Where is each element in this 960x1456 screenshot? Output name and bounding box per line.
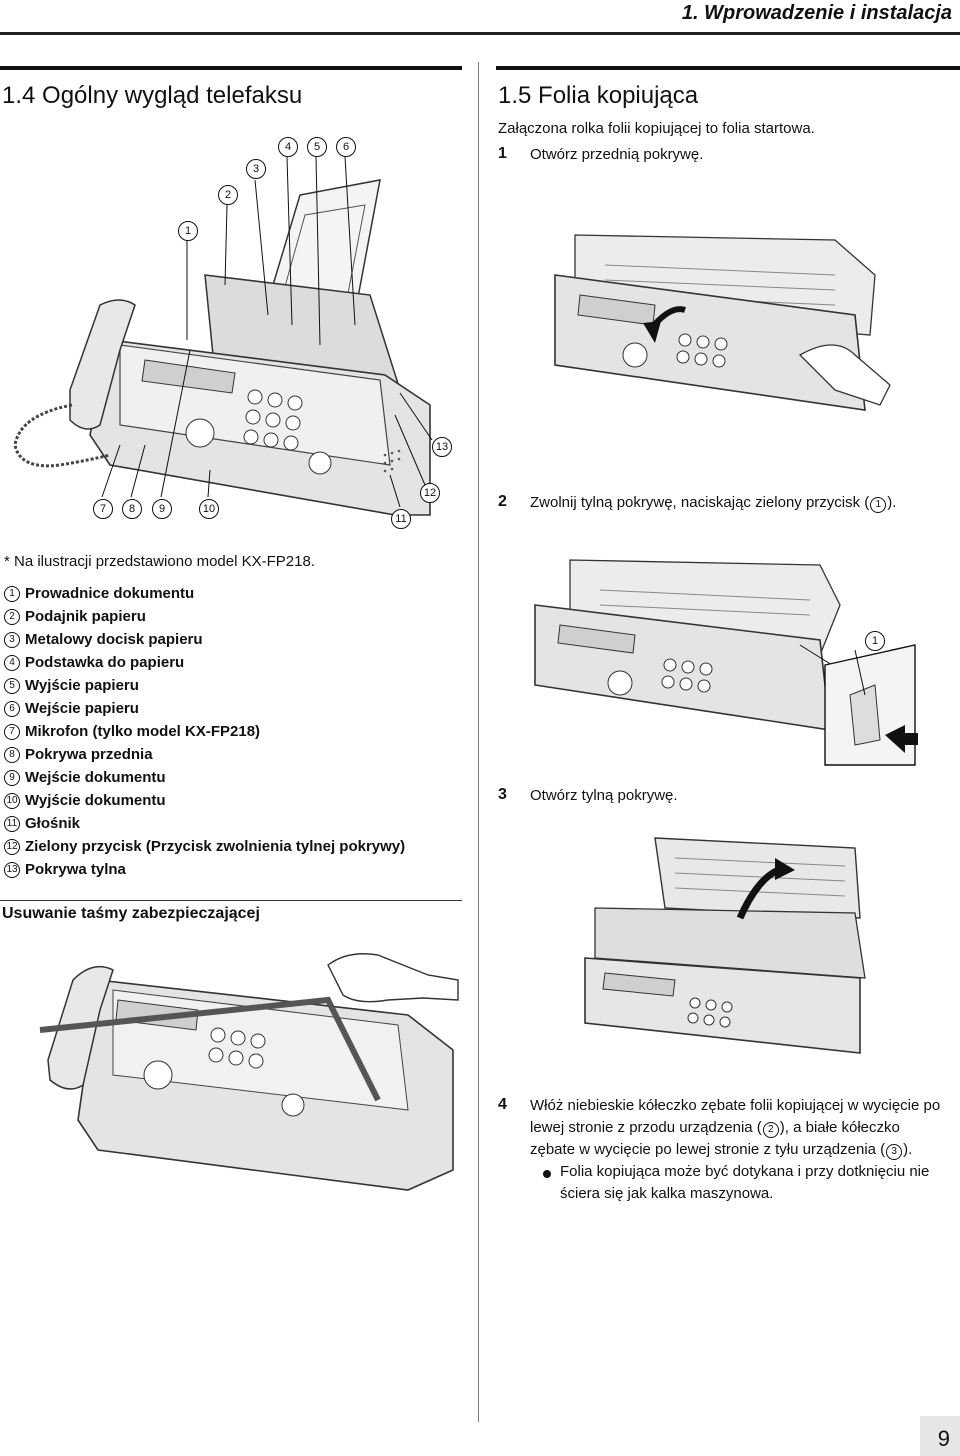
callout-6: 6 [336,137,356,157]
legend-text: Mikrofon (tylko model KX-FP218) [25,723,261,740]
legend-text: Wejście dokumentu [25,769,166,786]
open-rear-cover-drawing [584,837,866,1054]
callout-release-button: 1 [865,631,885,651]
open-front-cover-drawing [554,234,891,411]
callout-11: 11 [391,509,411,529]
step-2-text: Zwolnij tylną pokrywę, naciskając zielon… [530,494,896,513]
step-4-bullet-line-2: ściera się jak kalka maszynowa. [560,1185,774,1202]
step-4-bullet-line-1: Folia kopiująca może być dotykana i przy… [560,1163,930,1180]
callout-10: 10 [199,499,219,519]
step-2-text-before: Zwolnij tylną pokrywę, naciskając zielon… [530,494,870,511]
legend-number: 1 [4,585,20,602]
legend-item: 3 Metalowy docisk papieru [4,628,405,651]
section-bar-left [0,66,462,70]
legend-number: 11 [4,815,20,832]
callout-9: 9 [152,499,172,519]
subsection-rule [0,900,462,901]
step-4-ref-a: 2 [762,1122,779,1138]
legend-text: Wyjście papieru [25,677,139,694]
fax-overview-drawing [13,156,433,516]
step-number: 3 [498,786,507,803]
legend-item: 10 Wyjście dokumentu [4,789,405,812]
callout-12: 12 [420,483,440,503]
step-1-text: Otwórz przednią pokrywę. [530,146,704,163]
legend-number: 13 [4,861,20,878]
tape-removal-illustration [28,940,468,1195]
section-title-overview: 1.4 Ogólny wygląd telefaksu [2,82,303,109]
bullet-icon [543,1170,551,1178]
subsection-title: Usuwanie taśmy zabezpieczającej [2,905,260,922]
legend-text: Zielony przycisk (Przycisk zwolnienia ty… [25,838,406,855]
legend-number: 12 [4,838,20,855]
legend-number: 7 [4,723,20,740]
step-number: 2 [498,493,507,510]
legend-item: 5 Wyjście papieru [4,674,405,697]
header-rule [0,32,960,35]
page-number: 9 [937,1426,950,1451]
callout-13: 13 [432,437,452,457]
column-divider [478,62,479,1422]
film-intro: Załączona rolka folii kopiującej to foli… [498,120,815,137]
step-number: 1 [498,145,507,162]
legend-item: 7 Mikrofon (tylko model KX-FP218) [4,720,405,743]
chapter-title: 1. Wprowadzenie i instalacja [681,2,952,24]
callout-1: 1 [178,221,198,241]
step-4-line-2-text: lewej stronie z przodu urządzenia ( [530,1119,762,1136]
callout-5: 5 [307,137,327,157]
model-note: * Na ilustracji przedstawiono model KX-F… [4,553,315,570]
legend-number: 5 [4,677,20,694]
callout-3: 3 [246,159,266,179]
legend-text: Wyjście dokumentu [25,792,166,809]
step-3-text: Otwórz tylną pokrywę. [530,787,678,804]
legend-number: 3 [4,631,20,648]
legend-text: Podstawka do papieru [25,654,185,671]
open-front-cover-illustration [535,215,935,455]
legend-number: 10 [4,792,20,809]
fax-overview-illustration: 1 2 3 4 5 6 7 8 9 10 11 12 13 [0,135,470,535]
legend-item: 12 Zielony przycisk (Przycisk zwolnienia … [4,835,405,858]
step-2-text-after: ). [887,494,897,511]
step-4-line-2-after: ), a białe kółeczko [779,1119,900,1136]
legend-item: 13 Pokrywa tylna [4,858,405,881]
callout-7: 7 [93,499,113,519]
legend-text: Podajnik papieru [25,608,146,625]
open-rear-cover-illustration [575,828,875,1063]
callout-4: 4 [278,137,298,157]
step-4-line-3-after: ). [903,1141,913,1158]
step-4-ref-b: 3 [886,1144,903,1160]
legend-item: 6 Wejście papieru [4,697,405,720]
legend-item: 2 Podajnik papieru [4,605,405,628]
step-4-line-2: lewej stronie z przodu urządzenia (2), a… [530,1119,900,1138]
page-number-tab [920,1416,960,1456]
section-bar-right [496,66,960,70]
step-2-ref-number: 1 [870,497,887,513]
legend-item: 11 Głośnik [4,812,405,835]
legend-item: 1 Prowadnice dokumentu [4,582,405,605]
legend-number: 2 [4,608,20,625]
legend-text: Metalowy docisk papieru [25,631,203,648]
step-4-line-3-text: zębate w wycięcie po lewej stronie z tył… [530,1141,886,1158]
release-button-drawing [534,559,918,766]
callout-8: 8 [122,499,142,519]
legend-text: Pokrywa przednia [25,746,153,763]
legend-item: 8 Pokrywa przednia [4,743,405,766]
step-4-line-1: Włóż niebieskie kółeczko zębate folii ko… [530,1097,941,1114]
legend-text: Wejście papieru [25,700,139,717]
tape-removal-drawing [39,953,459,1191]
step-4-line-3: zębate w wycięcie po lewej stronie z tył… [530,1141,912,1160]
legend-text: Pokrywa tylna [25,861,126,878]
release-button-illustration: 1 [520,545,920,780]
callout-2: 2 [218,185,238,205]
legend-item: 9 Wejście dokumentu [4,766,405,789]
legend-number: 6 [4,700,20,717]
legend-number: 8 [4,746,20,763]
legend-text: Głośnik [25,815,81,832]
legend-item: 4 Podstawka do papieru [4,651,405,674]
section-title-film: 1.5 Folia kopiująca [498,82,699,109]
legend-number: 9 [4,769,20,786]
legend-text: Prowadnice dokumentu [25,585,195,602]
legend-number: 4 [4,654,20,671]
step-number: 4 [498,1096,507,1113]
